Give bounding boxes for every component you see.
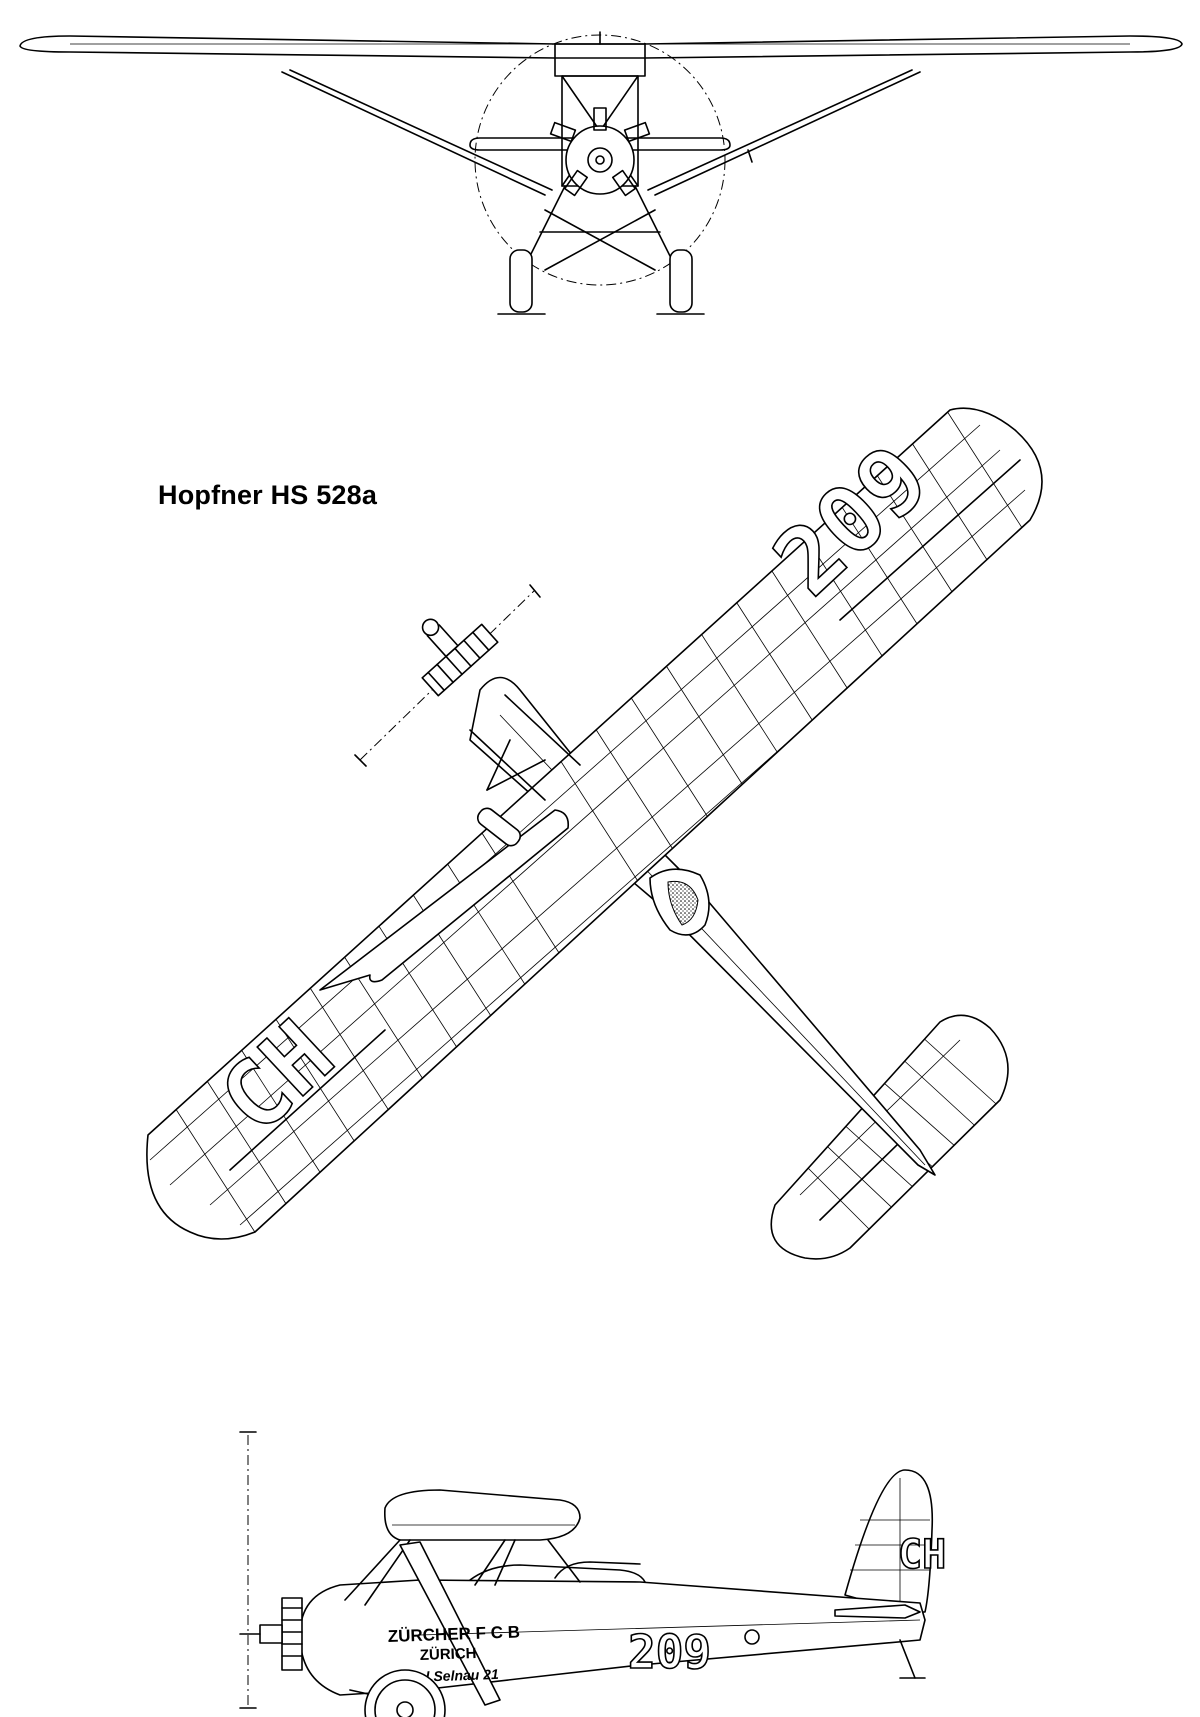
side-view-wheel [364,1669,446,1717]
club-name: ZÜRCHER F C B [387,1622,520,1646]
club-city: ZÜRICH [420,1645,477,1664]
side-view: CH ZÜRCHER F C B ZÜRICH Tel.Selnau 21 20… [239,1431,947,1709]
fin-registration: CH [898,1532,946,1578]
plan-view: CH 209 [146,407,1043,1260]
drawing-title: Hopfner HS 528a [158,480,378,510]
front-view [19,31,1183,315]
side-registration-number: 209 [628,1625,711,1679]
